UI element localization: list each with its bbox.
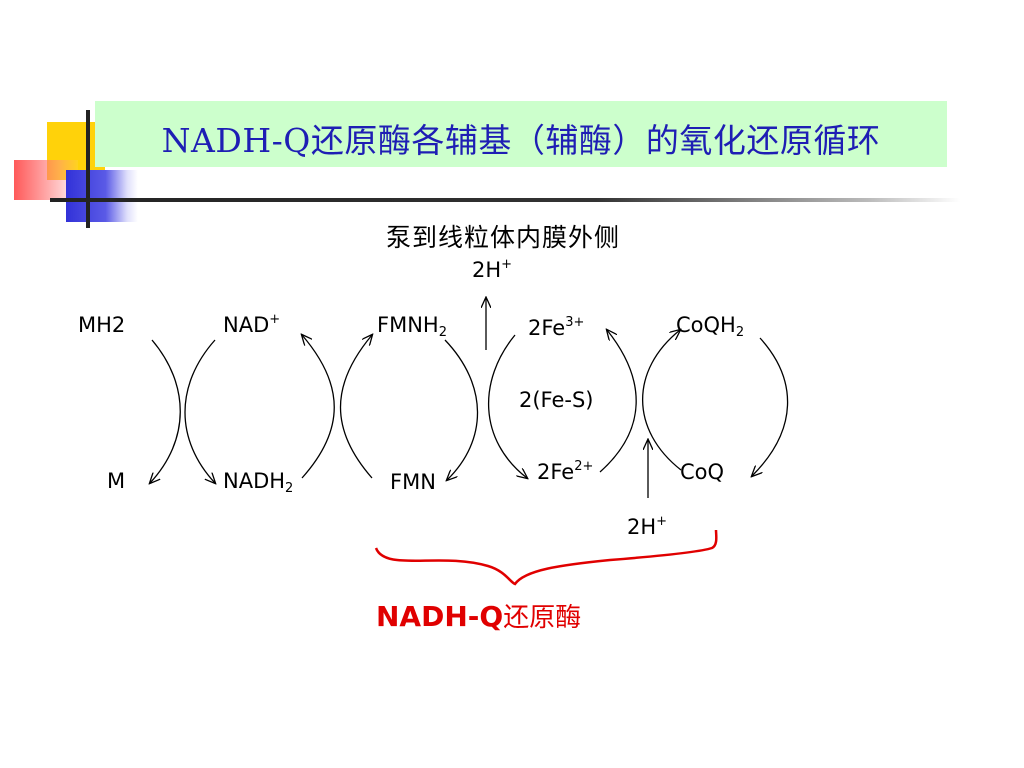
label-coq: CoQ [680,460,725,484]
label-2h-top: 2H+ [472,257,513,282]
arrow-coq-to-coqh2 [641,330,681,471]
slide-title: NADH-Q还原酶各辅基（辅酶）的氧化还原循环 [161,121,881,160]
enzyme-brace [374,529,718,586]
arrow-fmn-to-fmnh2 [339,335,373,479]
label-2fe-s: 2(Fe-S) [519,388,594,412]
pump-label: 泵到线粒体内膜外侧 [386,223,621,252]
label-2fe3: 2Fe3+ [528,315,585,340]
arrow-fmnh2-to-fmn [444,339,479,480]
label-fmn: FMN [390,470,436,494]
label-mh2: MH2 [78,313,126,337]
label-fmnh2: FMNH2 [377,313,447,340]
title-background [95,101,947,167]
ornament-vertical-line [86,110,90,228]
enzyme-label: NADH-Q还原酶 [376,600,582,633]
ornament-horizontal-line [50,198,960,202]
label-2h-bottom: 2H+ [627,514,668,539]
arrow-coqh2-to-coq [752,337,789,476]
label-coqh2: CoQH2 [676,313,745,340]
arrow-mh2-to-m [150,339,181,483]
ornament-blue-bar [66,170,138,222]
label-2fe2: 2Fe2+ [537,459,594,484]
arrow-nad-to-nadh2 [184,339,215,483]
arrow-nadh2-to-nad [302,335,335,479]
arrow-fe3-to-fe2 [488,334,527,478]
label-nad: NAD+ [223,312,281,337]
arrow-fe2-to-fe3 [599,330,637,473]
label-nadh2: NADH2 [223,469,294,496]
label-m: M [107,469,126,493]
